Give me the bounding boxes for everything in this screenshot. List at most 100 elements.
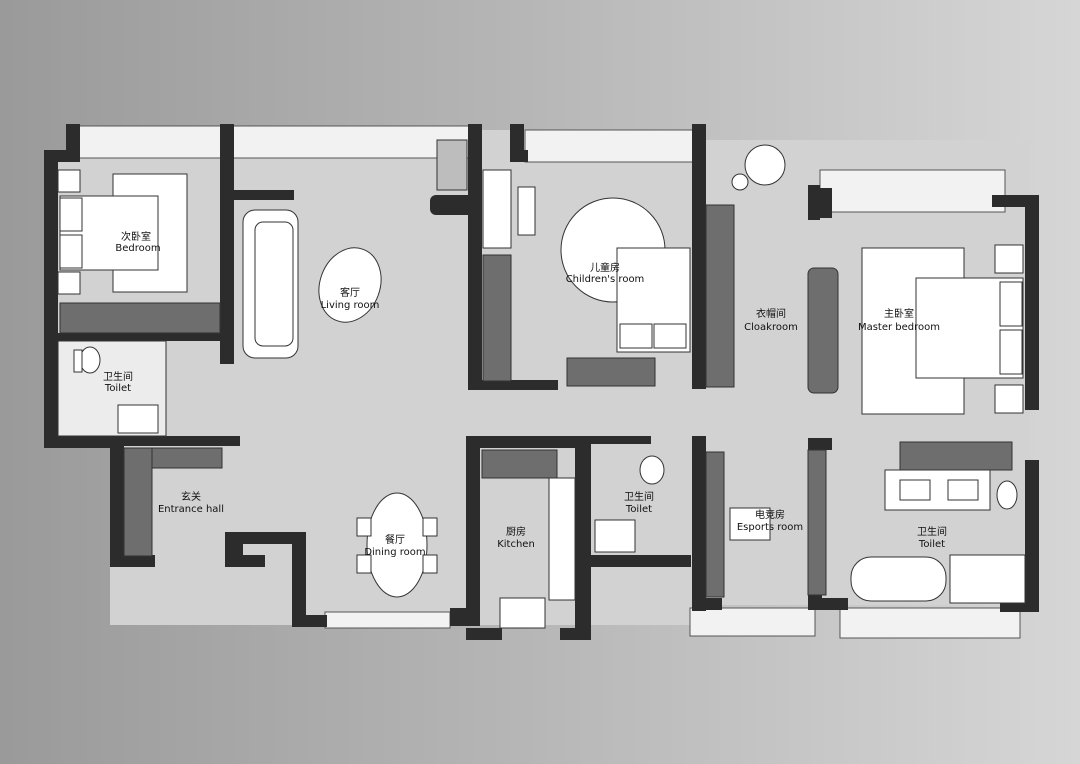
room-label-kitchen-zh: 厨房	[506, 525, 526, 538]
sink-kitchen	[499, 597, 546, 629]
balcony-master-toilet	[839, 607, 1021, 639]
nightstand	[994, 384, 1024, 414]
wall	[510, 150, 528, 162]
wall	[292, 532, 306, 627]
pillow	[619, 323, 653, 349]
nightstand	[994, 244, 1024, 274]
balcony-children	[524, 129, 694, 163]
wall	[808, 185, 820, 220]
pillow	[653, 323, 687, 349]
room-label-dining-en: Dining room	[364, 547, 425, 558]
basin	[899, 479, 931, 501]
wall	[466, 436, 480, 626]
pillow	[59, 234, 83, 269]
room-label-children-en: Children's room	[566, 274, 645, 285]
wall	[243, 532, 303, 544]
room-label-esports-en: Esports room	[737, 522, 803, 533]
wall	[808, 598, 848, 610]
room-label-toilet-master-zh: 卫生间	[917, 525, 947, 538]
balcony-dining	[324, 611, 451, 629]
chair	[356, 554, 372, 574]
wall	[692, 124, 706, 389]
lounge-chair	[744, 144, 786, 186]
pillow	[59, 197, 83, 232]
room-label-entrance-zh: 玄关	[181, 490, 201, 503]
nightstand	[57, 169, 81, 193]
wall	[44, 150, 58, 446]
room-labels: 次卧室 Bedroom 卫生间 Toilet 客厅 Living room 儿童…	[103, 230, 947, 558]
vanity-west	[117, 404, 159, 434]
balcony-living	[77, 125, 471, 159]
room-label-cloakroom-zh: 衣帽间	[756, 307, 786, 320]
room-label-toilet-west-zh: 卫生间	[103, 370, 133, 383]
dining-table	[366, 492, 428, 598]
wall	[820, 188, 832, 218]
tv-unit	[436, 139, 468, 191]
walls	[44, 124, 1039, 640]
bathtub	[850, 556, 947, 602]
balcony-master	[819, 169, 1006, 213]
kitchen-upper-cabinet	[481, 449, 558, 479]
esports-cabinet-east	[807, 449, 827, 596]
wall	[591, 436, 651, 444]
room-label-master-zh: 主卧室	[884, 307, 914, 320]
balcony-esports	[689, 607, 816, 637]
pillow	[999, 329, 1023, 375]
wall	[110, 436, 124, 566]
room-label-toilet-center-zh: 卫生间	[624, 490, 654, 503]
room-label-living-en: Living room	[321, 300, 380, 311]
wall	[110, 555, 155, 567]
room-label-toilet-master-en: Toilet	[918, 539, 945, 550]
entrance-bench	[151, 447, 223, 469]
toilet-bowl	[79, 346, 101, 374]
shower-area	[949, 554, 1026, 604]
basin	[947, 479, 979, 501]
wall	[1025, 195, 1039, 410]
room-label-esports-zh: 电竞房	[755, 508, 785, 521]
chair	[422, 517, 438, 537]
wall	[468, 380, 558, 390]
wardrobe-cloak-west	[705, 204, 735, 388]
wall	[44, 150, 80, 162]
wall	[234, 190, 294, 200]
wall	[692, 598, 722, 610]
nightstand	[57, 271, 81, 295]
toilet-bowl	[996, 480, 1018, 510]
toilet-tank	[73, 349, 83, 373]
room-label-living-zh: 客厅	[340, 286, 360, 299]
room-label-bedroom-zh: 次卧室	[121, 230, 151, 243]
wall	[56, 333, 226, 341]
cloak-island	[807, 267, 839, 394]
pillow	[999, 281, 1023, 327]
room-label-toilet-center-en: Toilet	[625, 504, 652, 515]
gaming-desk	[729, 507, 771, 541]
wall	[110, 436, 240, 446]
wardrobe-bedroom	[59, 302, 221, 334]
wall	[1025, 460, 1039, 612]
sofa-seat	[254, 221, 294, 347]
master-toilet-cabinet	[899, 441, 1013, 471]
room-label-kitchen-en: Kitchen	[497, 539, 535, 550]
wall	[292, 615, 327, 627]
side-table	[731, 173, 749, 191]
kitchen-counter	[548, 477, 576, 601]
cabinet-children-south	[566, 357, 656, 387]
esports-cabinet	[705, 451, 725, 598]
wall	[466, 436, 591, 448]
chair	[422, 554, 438, 574]
balconies	[77, 125, 1021, 639]
wall	[575, 440, 591, 640]
wall	[430, 195, 482, 215]
wardrobe-children	[482, 254, 512, 382]
wall	[466, 628, 502, 640]
room-label-toilet-west-en: Toilet	[104, 383, 131, 394]
room-label-bedroom-en: Bedroom	[115, 243, 160, 254]
wall	[468, 124, 482, 384]
mat-children	[517, 186, 536, 236]
toilet-bowl	[639, 455, 665, 485]
room-label-master-en: Master bedroom	[858, 322, 940, 333]
room-label-children-zh: 儿童房	[590, 261, 620, 274]
wall	[225, 555, 265, 567]
room-label-cloakroom-en: Cloakroom	[744, 322, 798, 333]
